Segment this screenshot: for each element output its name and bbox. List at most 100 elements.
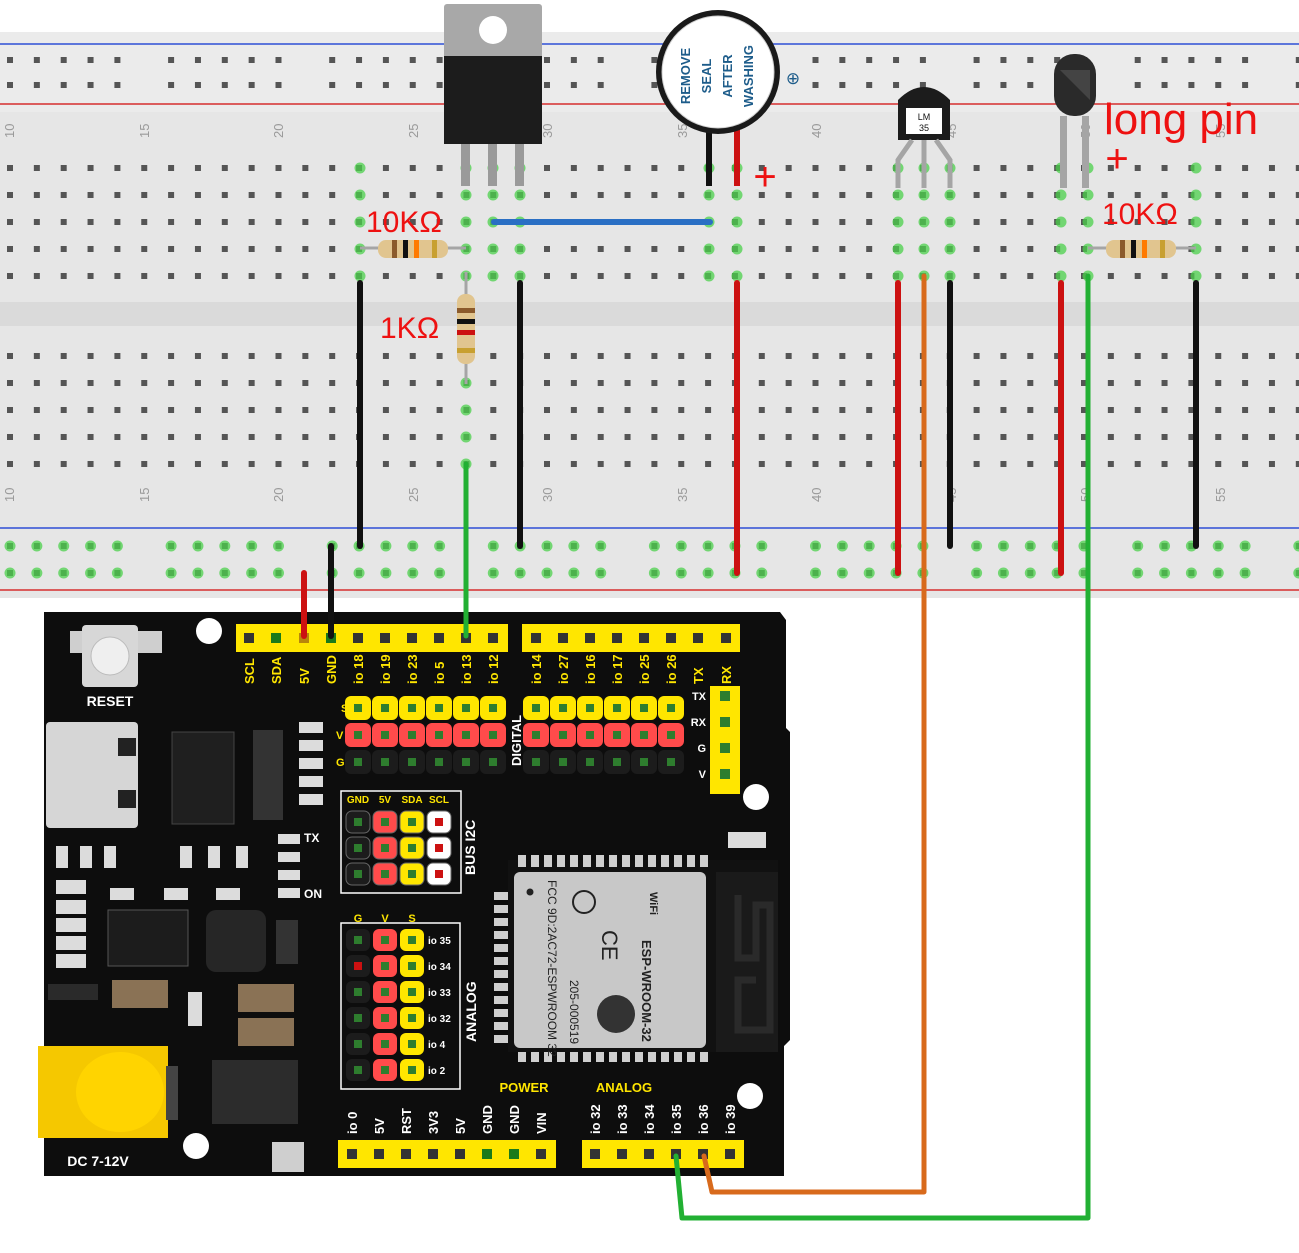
hole	[302, 461, 308, 467]
pin-pad	[435, 844, 443, 852]
hole	[1135, 461, 1141, 467]
pin-pad	[489, 704, 497, 712]
hole	[222, 246, 228, 252]
bottom-label: GND	[480, 1105, 495, 1134]
hole	[114, 192, 120, 198]
hole	[1242, 407, 1248, 413]
hole	[678, 407, 684, 413]
castellation	[494, 970, 508, 978]
hole	[7, 461, 13, 467]
connected-hole	[219, 541, 230, 552]
hole	[1027, 434, 1033, 440]
hole	[222, 219, 228, 225]
row-g-label: G	[336, 757, 345, 769]
hole	[276, 434, 282, 440]
hole	[1162, 461, 1168, 467]
header-label: RX	[719, 666, 734, 684]
row-s-label: S	[341, 703, 348, 715]
hole	[61, 82, 67, 88]
photo-plus-label: +	[1105, 137, 1128, 181]
connected-hole	[515, 271, 526, 282]
hole	[974, 461, 980, 467]
connected-hole	[864, 568, 875, 579]
castellation	[635, 855, 643, 867]
hole	[1108, 434, 1114, 440]
hole	[571, 82, 577, 88]
hole	[302, 192, 308, 198]
dc-power-jack[interactable]	[38, 1046, 178, 1138]
header-label: SDA	[269, 656, 284, 684]
connected-hole	[192, 568, 203, 579]
hole	[1108, 461, 1114, 467]
pin-pad	[381, 936, 389, 944]
pin-pad	[354, 704, 362, 712]
pin-pad	[613, 731, 621, 739]
connected-hole	[810, 541, 821, 552]
hole	[598, 57, 604, 63]
pin-pad	[435, 870, 443, 878]
castellation	[557, 855, 565, 867]
hole	[759, 219, 765, 225]
hole	[544, 192, 550, 198]
hole	[222, 434, 228, 440]
hole	[7, 380, 13, 386]
hole	[1135, 82, 1141, 88]
bottom-pin	[374, 1149, 384, 1159]
pin-pad	[381, 870, 389, 878]
pin-pad	[586, 758, 594, 766]
digital-label: DIGITAL	[509, 715, 524, 766]
hole	[410, 82, 416, 88]
hole	[329, 192, 335, 198]
hole	[571, 246, 577, 252]
uart-pin	[720, 769, 730, 779]
hole	[222, 273, 228, 279]
castellation	[494, 1022, 508, 1030]
hole	[1135, 407, 1141, 413]
hole	[813, 165, 819, 171]
hole	[410, 461, 416, 467]
hole	[34, 192, 40, 198]
hole	[34, 273, 40, 279]
hole	[786, 380, 792, 386]
castellation	[596, 1052, 604, 1062]
pin-pad	[613, 704, 621, 712]
hole	[141, 192, 147, 198]
hole	[329, 246, 335, 252]
analog-pin-label: io 2	[428, 1066, 446, 1077]
hole	[437, 165, 443, 171]
hole	[356, 57, 362, 63]
bottom-label: io 36	[696, 1104, 711, 1134]
hole	[7, 246, 13, 252]
hole	[61, 407, 67, 413]
bottom-pin	[401, 1149, 411, 1159]
hole	[974, 246, 980, 252]
hole	[651, 82, 657, 88]
castellation	[648, 1052, 656, 1062]
hole	[249, 219, 255, 225]
hole	[571, 273, 577, 279]
col-num-top: 40	[809, 124, 824, 138]
switch-array[interactable]	[253, 730, 283, 820]
castellation	[494, 1035, 508, 1043]
connected-hole	[1191, 217, 1202, 228]
hole	[249, 353, 255, 359]
connected-hole	[434, 568, 445, 579]
hole	[437, 273, 443, 279]
bottom-label: GND	[507, 1105, 522, 1134]
connected-hole	[58, 541, 69, 552]
hole	[222, 82, 228, 88]
castellation	[544, 855, 552, 867]
connected-hole	[568, 541, 579, 552]
hole	[88, 461, 94, 467]
hole	[1162, 165, 1168, 171]
hole	[34, 219, 40, 225]
usb-c-port[interactable]	[46, 722, 138, 828]
hole	[1027, 380, 1033, 386]
castellation	[570, 1052, 578, 1062]
hole	[276, 407, 282, 413]
connected-hole	[1191, 190, 1202, 201]
header-pin	[353, 633, 363, 643]
hole	[544, 57, 550, 63]
pin-pad	[559, 758, 567, 766]
hole	[195, 219, 201, 225]
